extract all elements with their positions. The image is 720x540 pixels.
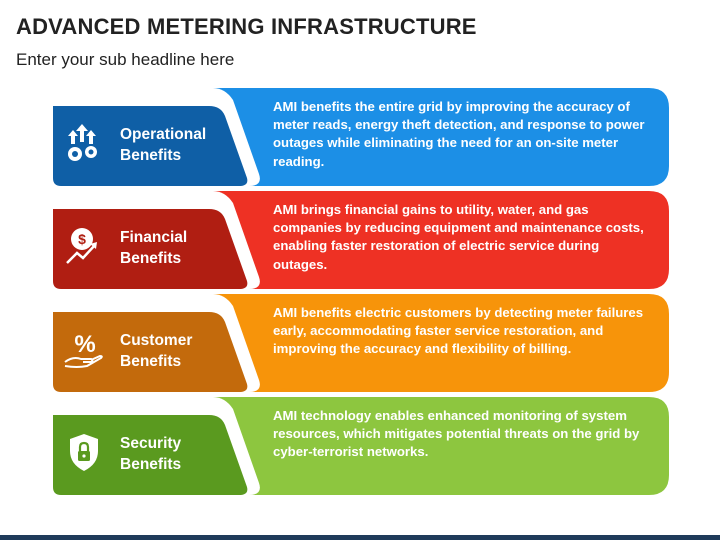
page-title: ADVANCED METERING INFRASTRUCTURE (16, 14, 477, 39)
gears-arrows-icon (68, 124, 97, 161)
row-label-line1: Financial (120, 229, 188, 246)
row-description: AMI benefits electric customers by detec… (273, 305, 644, 357)
row-label: Financial Benefits (120, 227, 240, 269)
percent-hand-icon: % (64, 331, 103, 368)
row-label-line2: Benefits (120, 250, 182, 267)
row-label-line2: Benefits (120, 456, 182, 473)
row-label-line1: Operational (120, 126, 207, 143)
band-dark-shape (53, 415, 248, 495)
band-dark-shape (53, 209, 248, 289)
benefit-row-financial: $ Financial Benefits AMI brings financia… (53, 191, 669, 289)
row-label: Operational Benefits (120, 124, 240, 166)
row-label-line1: Customer (120, 332, 193, 349)
benefit-row-operational: Operational Benefits AMI benefits the en… (53, 88, 669, 186)
band-dark-shape (53, 312, 248, 392)
dollar-growth-icon: $ (66, 228, 97, 264)
row-label-line1: Security (120, 435, 182, 452)
row-band (53, 294, 669, 392)
row-description: AMI benefits the entire grid by improvin… (273, 99, 645, 169)
row-label: Customer Benefits (120, 330, 240, 372)
benefit-row-security: Security Benefits AMI technology enables… (53, 397, 669, 495)
row-band (53, 191, 669, 289)
footer-bar (0, 535, 720, 540)
row-label-line2: Benefits (120, 353, 182, 370)
band-dark-shape (53, 106, 248, 186)
page-subtitle: Enter your sub headline here (16, 50, 235, 69)
row-band (53, 397, 669, 495)
row-description: AMI brings financial gains to utility, w… (273, 202, 644, 272)
row-description: AMI technology enables enhanced monitori… (273, 408, 640, 460)
row-label: Security Benefits (120, 433, 240, 475)
row-band (53, 88, 669, 186)
svg-text:$: $ (78, 231, 86, 247)
benefit-row-customer: % Customer Benefits AMI benefits electri… (53, 294, 669, 392)
svg-text:%: % (74, 331, 95, 358)
row-label-line2: Benefits (120, 147, 182, 164)
shield-lock-icon (70, 434, 98, 471)
